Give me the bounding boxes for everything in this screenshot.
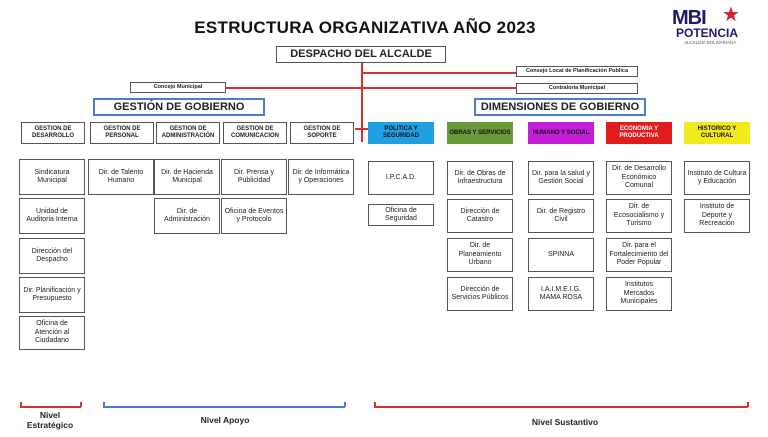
bracket-apoyo-r (344, 402, 346, 407)
gestion-header-0: GESTION DE DESARROLLO (21, 122, 85, 144)
dimension-unit-box: Instituto de Cultura y Educación (684, 161, 750, 195)
dimension-header-2: HUMANO Y SOCIAL (528, 122, 594, 144)
nivel-estrategico-label: Nivel Estratégico (26, 410, 74, 430)
bracket-estrategico-r (80, 402, 82, 407)
dimension-unit-box: Institutos Mercados Municipales (606, 277, 672, 311)
logo-text: MBI (672, 7, 707, 29)
bracket-estrategico-l (20, 402, 22, 407)
gestion-header-4: GESTION DE SOPORTE (290, 122, 354, 144)
connector-side-h (225, 87, 518, 89)
gestion-unit-box: Dir. de Informática y Operaciones (288, 159, 354, 195)
dimension-header-0: POLITICA Y SEGURIDAD (368, 122, 434, 144)
concejo-box: Concejo Municipal (130, 82, 226, 93)
dimension-header-1: OBRAS Y SERVICIOS (447, 122, 513, 144)
gestion-unit-box: Dir. de Talento Humano (88, 159, 154, 195)
connector-main-vertical (361, 62, 363, 142)
dimension-header-4: HISTORICO Y CULTURAL (684, 122, 750, 144)
dimension-unit-box: Dir. para la salud y Gestión Social (528, 161, 594, 195)
bracket-sustantivo-l (374, 402, 376, 407)
connector-center-h (355, 128, 369, 130)
dimension-unit-box: Dirección de Servicios Públicos (447, 277, 513, 311)
dimension-unit-box: Dir. para el Fortalecimiento del Poder P… (606, 238, 672, 272)
clpp-box: Consejo Local de Planificación Publica (516, 66, 638, 77)
gestion-header-1: GESTION DE PERSONAL (90, 122, 154, 144)
despacho-box: DESPACHO DEL ALCALDE (276, 46, 446, 63)
dimension-unit-box: I.A.I.M.E.I.G. MAMA ROSA (528, 277, 594, 311)
dimension-header-3: ECONOMIA Y PRODUCTIVA (606, 122, 672, 144)
dimension-unit-box: Dirección de Catastro (447, 199, 513, 233)
dimension-unit-box: SPINNA (528, 238, 594, 272)
contraloria-box: Contraloria Municipal (516, 83, 638, 94)
bracket-apoyo (103, 406, 345, 408)
gestion-title: GESTIÓN DE GOBIERNO (93, 98, 265, 116)
logo: MBI ★ POTENCIA ALCALDÍA BOLIVARIANA (672, 4, 756, 48)
dimension-unit-box: I.P.C.A.D. (368, 161, 434, 195)
connector-clpp-h (363, 72, 518, 74)
gestion-unit-box: Dir. Prensa y Publicidad (221, 159, 287, 195)
bracket-sustantivo (374, 406, 748, 408)
bracket-estrategico (20, 406, 81, 408)
dimension-unit-box: Dir. de Registro Civil (528, 199, 594, 233)
nivel-sustantivo-label: Nivel Sustantivo (531, 417, 599, 427)
dimension-unit-box: Instituto de Deporte y Recreación (684, 199, 750, 233)
gestion-unit-box: Sindicatura Municipal (19, 159, 85, 195)
bracket-apoyo-l (103, 402, 105, 407)
gestion-unit-box: Dir. de Administración (154, 198, 220, 234)
dimension-unit-box: Oficina de Seguridad (368, 204, 434, 226)
gestion-unit-box: Dirección del Despacho (19, 238, 85, 274)
gestion-unit-box: Unidad de Auditoria Interna (19, 198, 85, 234)
logo-tagline: ALCALDÍA BOLIVARIANA (684, 40, 737, 45)
logo-subtext: POTENCIA (676, 26, 739, 40)
dimension-unit-box: Dir. de Obras de Infraestructura (447, 161, 513, 195)
gestion-unit-box: Oficina de Eventos y Protocolo (221, 198, 287, 234)
bracket-sustantivo-r (747, 402, 749, 407)
star-icon: ★ (722, 4, 740, 26)
gestion-header-3: GESTION DE COMUNICACION (223, 122, 287, 144)
gestion-unit-box: Oficina de Atención al Ciudadano (19, 316, 85, 350)
dimension-unit-box: Dir. de Ecosocialismo y Turismo (606, 199, 672, 233)
dimensiones-title: DIMENSIONES DE GOBIERNO (474, 98, 646, 116)
dimension-unit-box: Dir. de Desarrollo Económico Comunal (606, 161, 672, 195)
gestion-unit-box: Dir. Planificación y Presupuesto (19, 277, 85, 313)
nivel-apoyo-label: Nivel Apoyo (200, 415, 250, 425)
chart-title: ESTRUCTURA ORGANIZATIVA AÑO 2023 (194, 18, 536, 37)
gestion-header-2: GESTION DE ADMINISTRACIÓN (156, 122, 220, 144)
dimension-unit-box: Dir. de Planeamiento Urbano (447, 238, 513, 272)
gestion-unit-box: Dir. de Hacienda Municipal (154, 159, 220, 195)
